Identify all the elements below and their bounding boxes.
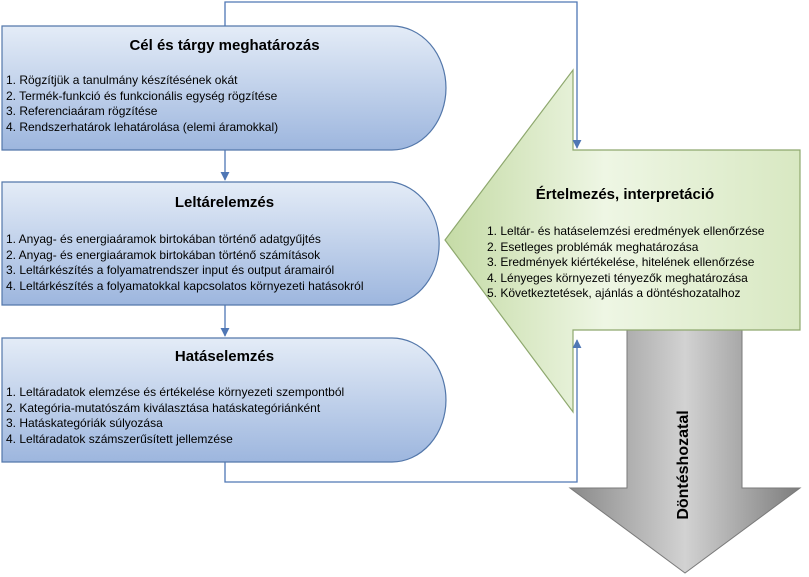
interpretation-item-3: 3. Eredmények kiértékelése, hitelének el… — [487, 255, 755, 269]
decision-arrow — [568, 329, 802, 574]
interpretation-item-4: 4. Lényeges környezeti tényezők meghatár… — [487, 270, 748, 285]
interpretation-items: 1. Leltár- és hatáselemzési eredmények e… — [487, 224, 764, 302]
interpretation-item-5: 5. Következtetések, ajánlás a döntéshoza… — [487, 286, 741, 300]
inventory-item-4: 4. Leltárkészítés a folyamatokkal kapcso… — [6, 278, 364, 293]
impact-title: Hatáselemzés — [174, 348, 275, 365]
feedback-bottom-connector — [224, 339, 582, 483]
inventory-item-1: 1. Anyag- és energiaáramok birtokában tö… — [6, 232, 321, 246]
impact-item-4: 4. Leltáradatok számszerűsített jellemzé… — [6, 431, 233, 446]
interpretation-title: Értelmezés, interpretáció — [535, 186, 715, 203]
inventory-items: 1. Anyag- és energiaáramok birtokában tö… — [6, 232, 364, 294]
impact-item-3: 3. Hatáskategóriák súlyozása — [6, 416, 163, 430]
interpretation-item-2: 2. Esetleges problémák meghatározása — [487, 239, 699, 254]
inventory-item-3: 3. Leltárkészítés a folyamatrendszer inp… — [6, 263, 335, 277]
goal-item-2: 2. Termék-funkció és funkcionális egység… — [6, 88, 278, 103]
goal-item-1: 1. Rögzítjük a tanulmány készítésének ok… — [6, 73, 238, 87]
goal-item-3: 3. Referenciaáram rögzítése — [6, 104, 158, 118]
goal-title: Cél és tárgy meghatározás — [129, 37, 320, 54]
impact-item-2: 2. Kategória-mutatószám kiválasztása hat… — [6, 400, 321, 415]
impact-box — [1, 337, 447, 463]
goal-box — [1, 25, 447, 151]
goal-items: 1. Rögzítjük a tanulmány készítésének ok… — [6, 73, 278, 135]
interpretation-arrow — [444, 68, 801, 414]
impact-item-1: 1. Leltáradatok elemzése és értékelése k… — [6, 385, 345, 399]
impact-items: 1. Leltáradatok elemzése és értékelése k… — [6, 385, 344, 447]
feedback-top-connector — [224, 1, 582, 149]
interpretation-item-1: 1. Leltár- és hatáselemzési eredmények e… — [487, 224, 765, 238]
goal-item-4: 4. Rendszerhatárok lehatárolása (elemi á… — [6, 119, 279, 134]
inventory-item-2: 2. Anyag- és energiaáramok birtokában tö… — [6, 247, 321, 262]
inventory-box — [1, 181, 440, 306]
inventory-title: Leltárelemzés — [174, 194, 275, 211]
decision-label: Döntéshozatal — [675, 410, 692, 520]
